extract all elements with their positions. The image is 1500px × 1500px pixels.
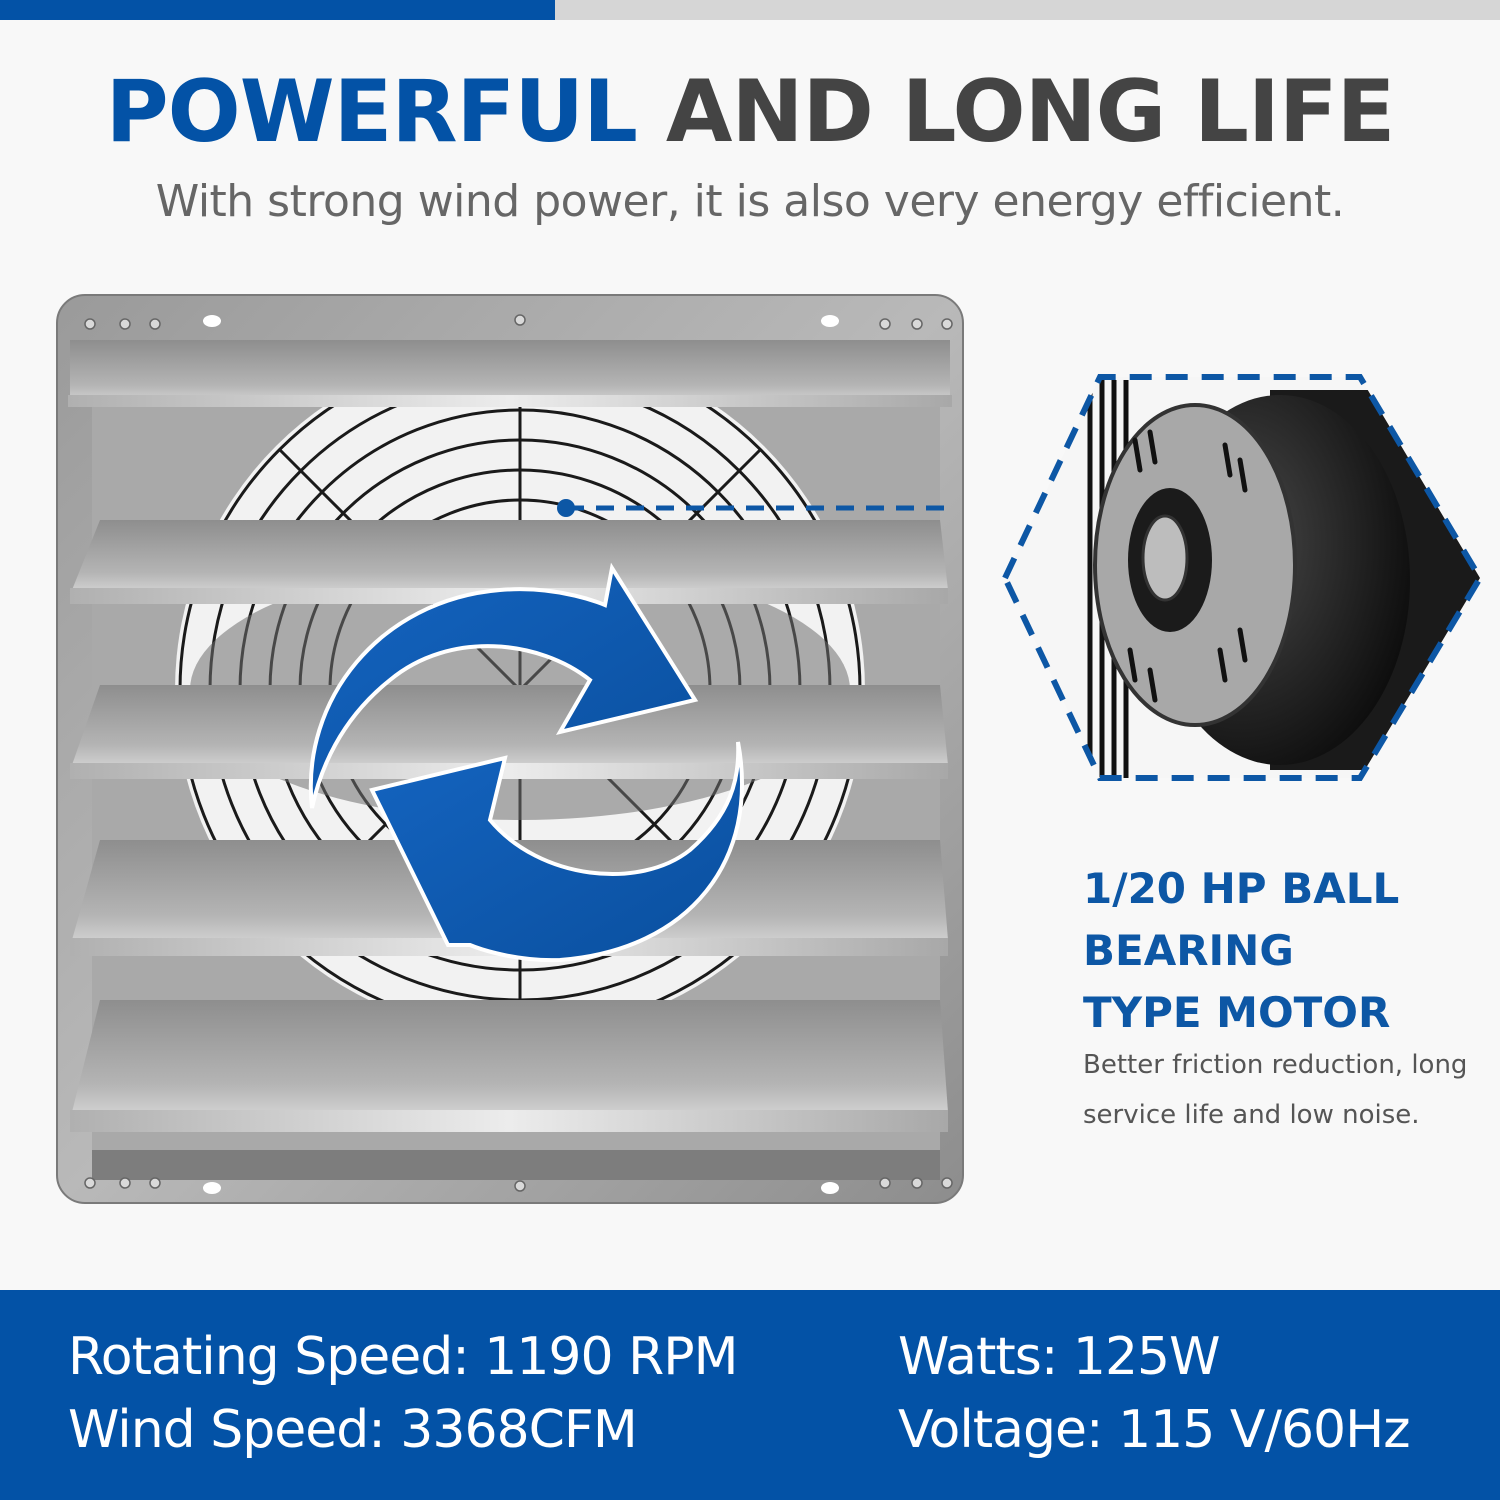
spec-watts: Watts: 125W — [898, 1327, 1221, 1387]
feature-title-line: TYPE MOTOR — [1083, 988, 1391, 1037]
spec-rotating-speed: Rotating Speed: 1190 RPM — [68, 1327, 738, 1387]
feature-title-line: BEARING — [1083, 926, 1294, 975]
title-rest: AND LONG LIFE — [665, 62, 1395, 162]
accent-bar-blue — [0, 0, 555, 20]
feature-title: 1/20 HP BALL BEARING TYPE MOTOR — [1083, 858, 1483, 1044]
rotation-arrows-icon — [308, 562, 744, 963]
spec-wind-speed: Wind Speed: 3368CFM — [68, 1400, 638, 1460]
page-title: POWERFUL AND LONG LIFE — [0, 62, 1500, 162]
feature-description: Better friction reduction, long service … — [1083, 1050, 1468, 1130]
spec-voltage: Voltage: 115 V/60Hz — [898, 1400, 1411, 1460]
fan-product-image — [56, 294, 1484, 1204]
callout-leader-line — [557, 499, 945, 517]
page-subtitle: With strong wind power, it is also very … — [155, 176, 1345, 227]
accent-bar-gray — [555, 0, 1500, 20]
feature-title-line: 1/20 HP BALL — [1083, 864, 1400, 913]
fan-frame — [56, 294, 964, 1204]
title-highlight: POWERFUL — [105, 62, 638, 162]
hexagon-frame — [1001, 374, 1484, 781]
spec-band — [0, 1290, 1500, 1500]
